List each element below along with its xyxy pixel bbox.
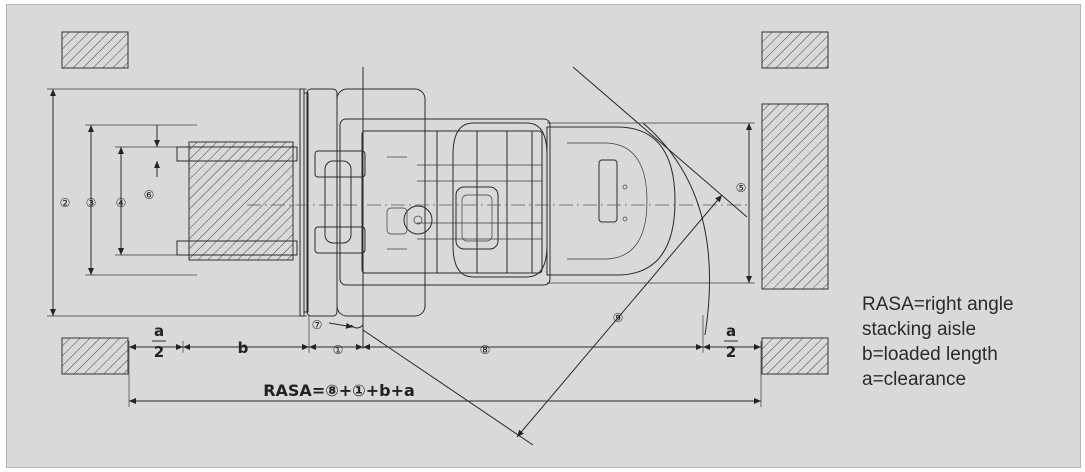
callout-2: ② [60,196,71,210]
callout-labels: ② ③ ④ ⑥ ⑤ ⑦ ① ⑧ ⑨ [60,181,747,357]
rack-pallets [61,31,829,375]
callout-9: ⑨ [613,311,624,325]
chassis-front [336,88,426,317]
load-block [188,141,294,261]
fork-lower [176,240,298,256]
legend-line-1: RASA=right angle [862,294,1014,315]
rack-top-right [761,31,829,69]
label-a-right: a [726,322,736,340]
diagram-frame: ② ③ ④ ⑥ ⑤ ⑦ ① ⑧ ⑨ a 2 b a 2 RASA=⑧+①+b+a… [6,4,1081,468]
rack-right-large [761,103,829,290]
battery-plate [598,159,618,223]
steering-wheel [403,205,433,235]
overhead-guard-inner [361,130,543,274]
callout-5: ⑤ [736,181,747,195]
overhead-guard-outer [339,118,551,286]
rasa-formula: RASA=⑧+①+b+a [263,381,415,400]
dimension-letters: a 2 b a 2 RASA=⑧+①+b+a [152,322,738,400]
callout-1: ① [333,343,344,357]
rack-bottom-right [761,337,829,375]
steering-hub [413,215,423,225]
callout-8: ⑧ [480,343,491,357]
swing-arc [642,122,711,336]
fork-carriage-plate [299,88,305,317]
rack-bottom-left [61,337,129,375]
hood [452,122,548,278]
legend: RASA=right angle stacking aisle b=loaded… [862,292,1014,392]
control-console [386,207,408,235]
fork-upper [176,146,298,162]
leader-7 [328,322,354,329]
diagonal-upper [572,66,748,218]
front-wheel-frame [306,88,338,317]
counterweight-bolt-lower [622,216,628,222]
label-two-left: 2 [154,343,164,361]
callout-4: ④ [116,196,127,210]
label-b: b [238,339,249,357]
mast-cylinder-housing [324,160,352,244]
horizontal-dimensions [128,322,762,407]
legend-line-4: a=clearance [862,369,967,390]
forklift-aisle-diagram: ② ③ ④ ⑥ ⑤ ⑦ ① ⑧ ⑨ a 2 b a 2 RASA=⑧+①+b+a [47,31,829,446]
fork-carriage-back [303,92,309,313]
label-two-right: 2 [726,343,736,361]
callout-6: ⑥ [144,188,155,202]
counterweight [546,126,676,276]
turning-radius-arrow [516,194,723,438]
callout-3: ③ [86,196,97,210]
pallet-load [176,141,298,261]
callout-7: ⑦ [312,318,323,332]
label-a-left: a [154,322,164,340]
legend-line-2: stacking aisle [862,319,977,340]
overhead-guard-bars [417,131,542,273]
legend-line-3: b=loaded length [862,344,998,365]
vertical-dimensions [47,88,755,317]
rack-top-left [61,31,129,69]
counterweight-bolt-upper [622,184,628,190]
